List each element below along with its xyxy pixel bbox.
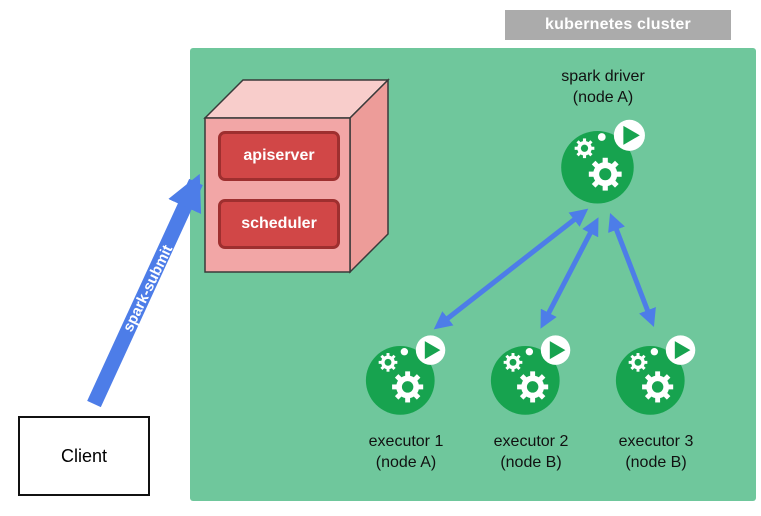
apiserver-label: apiserver xyxy=(243,147,315,164)
executor1-label: executor 1 (node A) xyxy=(336,431,476,473)
executor1-pod-icon xyxy=(361,328,451,418)
scheduler-label: scheduler xyxy=(241,215,317,232)
spark-submit-label: spark-submit xyxy=(119,242,177,335)
executor2-label: executor 2 (node B) xyxy=(461,431,601,473)
executor2-name: executor 2 xyxy=(493,433,569,450)
apiserver-box: apiserver xyxy=(218,131,340,181)
executor3-pod-icon xyxy=(611,328,701,418)
executor1-node: (node A) xyxy=(375,454,437,471)
spark-driver-node: (node A) xyxy=(572,89,634,106)
executor3-node: (node B) xyxy=(625,454,687,471)
client-label: Client xyxy=(60,445,108,466)
spark-driver-pod-icon xyxy=(556,112,651,207)
spark-driver-label: spark driver (node A) xyxy=(533,66,673,108)
executor1-name: executor 1 xyxy=(368,433,444,450)
executor3-label: executor 3 (node B) xyxy=(586,431,726,473)
kubernetes-cluster-label: kubernetes cluster xyxy=(505,10,731,40)
client-box: Client xyxy=(18,416,150,496)
executor3-name: executor 3 xyxy=(618,433,694,450)
spark-driver-name: spark driver xyxy=(561,68,645,85)
scheduler-box: scheduler xyxy=(218,199,340,249)
executor2-pod-icon xyxy=(486,328,576,418)
executor2-node: (node B) xyxy=(500,454,562,471)
